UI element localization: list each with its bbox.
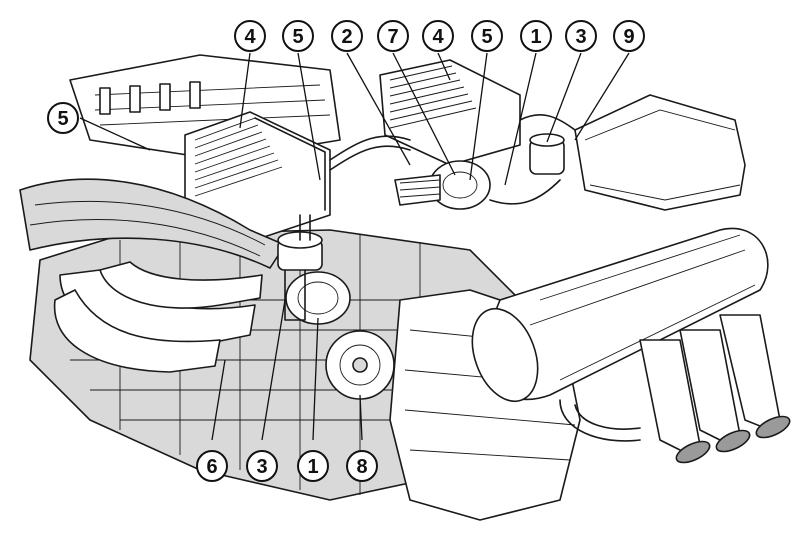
callout-label: 4	[244, 26, 256, 48]
wastegate-right	[529, 133, 565, 175]
callout-3-top: 3	[565, 20, 597, 52]
intercooler-right	[379, 59, 521, 166]
callout-6-bottom: 6	[196, 450, 228, 482]
callout-label: 1	[530, 26, 541, 48]
leader-lines	[79, 52, 630, 441]
callout-2-top: 2	[331, 20, 363, 52]
boost-pipes	[299, 114, 576, 241]
callout-label: 6	[206, 456, 217, 478]
callout-7-top: 7	[377, 20, 409, 52]
callout-1-bottom: 1	[297, 450, 329, 482]
callout-5-top-right: 5	[471, 20, 503, 52]
callout-label: 7	[387, 26, 398, 48]
tailpipes	[639, 314, 791, 464]
exhaust-downpipes	[559, 399, 641, 442]
callout-label: 3	[575, 26, 586, 48]
callout-label: 1	[307, 456, 318, 478]
callout-3-bottom: 3	[246, 450, 278, 482]
muffler	[471, 227, 769, 403]
callout-label: 9	[623, 26, 634, 48]
crank-pulley	[325, 330, 395, 400]
callout-4-top-left: 4	[234, 20, 266, 52]
turbocharger-left	[277, 231, 351, 325]
callout-8-bottom: 8	[346, 450, 378, 482]
engine-illustration	[19, 54, 791, 521]
callout-9-top: 9	[613, 20, 645, 52]
callout-5-top-left: 5	[282, 20, 314, 52]
exhaust-manifold-left	[53, 261, 263, 373]
callout-1-top: 1	[520, 20, 552, 52]
callout-label: 4	[432, 26, 444, 48]
callout-label: 3	[256, 456, 267, 478]
air-filter-box	[574, 94, 746, 211]
turbocharger-right	[394, 160, 491, 210]
callout-label: 8	[356, 456, 367, 478]
callout-5-left: 5	[47, 102, 79, 134]
callout-label: 2	[341, 26, 352, 48]
callout-label: 5	[57, 108, 68, 130]
callout-label: 5	[481, 26, 492, 48]
callout-4-top-right: 4	[422, 20, 454, 52]
callout-label: 5	[292, 26, 303, 48]
